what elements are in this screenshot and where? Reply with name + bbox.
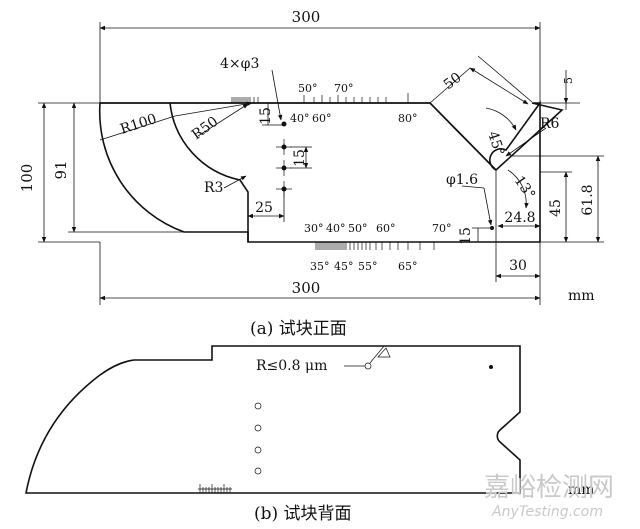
scale-label: 60° <box>312 112 332 125</box>
top-scale <box>231 93 409 103</box>
dim-15-top: 15 <box>258 107 274 125</box>
dim-30: 30 <box>509 258 527 274</box>
scale-label: 35° <box>310 260 330 273</box>
dim-holes: 4×φ3 <box>220 56 259 72</box>
back-hole <box>254 446 262 454</box>
dim-angle-45: 45° <box>484 129 507 158</box>
dim-25: 25 <box>255 200 273 216</box>
back-dot <box>489 365 493 369</box>
unit-back: mm <box>568 482 595 498</box>
hole <box>281 121 287 127</box>
dim-r50: R50 <box>189 114 221 144</box>
roughness-label: R≤0.8 μm <box>256 358 327 374</box>
roughness-circle <box>364 362 372 370</box>
scale-label: 50° <box>298 82 318 95</box>
bottom-scale <box>315 242 435 250</box>
scale-label: 65° <box>398 260 418 273</box>
dim-phi16: φ1.6 <box>446 172 478 188</box>
scale-label: 70° <box>334 82 354 95</box>
dim-height-91: 91 <box>52 160 70 179</box>
dim-angle-13: 13° <box>511 173 538 203</box>
dim-r3: R3 <box>204 180 223 196</box>
back-hole <box>254 402 262 410</box>
dim-50-chamfer: 50 <box>441 70 465 94</box>
scale-label: 40° <box>326 222 346 235</box>
dim-5: 5 <box>562 77 575 84</box>
scale-label: 70° <box>432 222 452 235</box>
scale-label: 60° <box>376 222 396 235</box>
back-scale <box>198 484 232 493</box>
scale-label: 40° <box>290 112 310 125</box>
scale-label: 55° <box>358 260 378 273</box>
dim-height-100: 100 <box>18 164 36 193</box>
dim-top-300: 300 <box>292 8 321 26</box>
phi16-hole <box>490 226 494 230</box>
caption-back: (b) 试块背面 <box>254 504 352 524</box>
dim-15-bottom: 15 <box>458 227 474 245</box>
dim-24-8: 24.8 <box>504 210 535 226</box>
dim-15-mid: 15 <box>292 149 308 167</box>
scale-label: 45° <box>334 260 354 273</box>
back-hole <box>254 424 262 432</box>
dim-61-8: 61.8 <box>580 184 596 215</box>
watermark-url: AnyTesting.com <box>491 504 603 520</box>
back-hole <box>254 467 262 475</box>
dim-r100: R100 <box>118 111 158 138</box>
scale-label: 50° <box>348 222 368 235</box>
dim-r6: R6 <box>540 116 560 132</box>
watermark-cn: 嘉峪检测网 <box>484 473 614 503</box>
scale-label: 30° <box>304 222 324 235</box>
scale-label: 80° <box>398 112 418 125</box>
back-outline <box>25 345 521 494</box>
dim-45: 45 <box>548 199 564 217</box>
caption-front: (a) 试块正面 <box>250 319 347 339</box>
dim-bottom-300: 300 <box>292 279 321 297</box>
unit-front: mm <box>568 288 595 304</box>
back-view <box>25 345 521 494</box>
front-view <box>38 22 604 305</box>
